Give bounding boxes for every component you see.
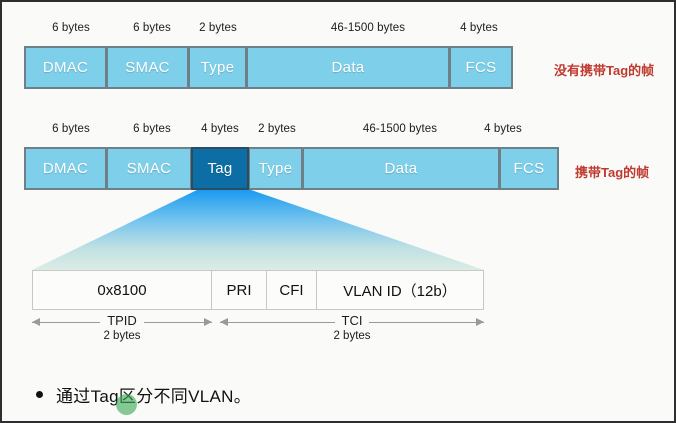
arrow-head-left-icon (220, 318, 228, 326)
arrow-head-right-icon (476, 318, 484, 326)
tagged-size-label-type: 2 bytes (258, 123, 296, 135)
detail-cell-cfi: CFI (266, 270, 317, 310)
measure-tpid-label: TPID (100, 313, 144, 328)
tagged-field-smac: SMAC (106, 147, 192, 190)
tag-detail-table: 0x8100 PRI CFI VLAN ID（12b） (2, 270, 674, 310)
cursor-highlight-dot (116, 394, 137, 415)
measure-tci: TCI 2 bytes (220, 313, 484, 345)
tag-expansion-funnel (32, 190, 484, 270)
tagged-size-label-data: 46-1500 bytes (362, 123, 438, 135)
tagged-field-dmac: DMAC (24, 147, 107, 190)
tagged-field-fcs: FCS (499, 147, 559, 190)
untagged-frame: DMAC SMAC Type Data FCS (2, 46, 674, 89)
detail-cell-vlan-id: VLAN ID（12b） (316, 270, 484, 310)
measure-tpid: TPID 2 bytes (32, 313, 212, 345)
size-label-smac: 6 bytes (133, 22, 171, 34)
tagged-size-label-dmac: 6 bytes (52, 123, 90, 135)
size-label-fcs: 4 bytes (460, 22, 498, 34)
detail-cell-pri: PRI (211, 270, 267, 310)
tagged-field-tag: Tag (191, 147, 249, 190)
measure-tpid-label-wrap: TPID (32, 313, 212, 328)
detail-cell-tpid: 0x8100 (32, 270, 212, 310)
measure-tci-label: TCI (334, 313, 370, 328)
size-label-data: 46-1500 bytes (330, 22, 406, 34)
tagged-field-type: Type (248, 147, 303, 190)
frame-field-fcs: FCS (449, 46, 513, 89)
bullet-dot-icon (36, 391, 43, 398)
measure-tci-size: 2 bytes (333, 330, 371, 342)
measure-tci-label-wrap: TCI (220, 313, 484, 328)
size-label-type: 2 bytes (199, 22, 237, 34)
tagged-size-label-fcs: 4 bytes (484, 123, 522, 135)
untagged-frame-note: 没有携带Tag的帧 (554, 63, 655, 78)
measure-tpid-size: 2 bytes (103, 330, 141, 342)
frame-field-data: Data (246, 46, 450, 89)
arrow-head-left-icon (32, 318, 40, 326)
tagged-frame: DMAC SMAC Tag Type Data FCS (2, 147, 674, 190)
bullet-text: 通过Tag区分不同VLAN。 (56, 387, 252, 406)
tagged-frame-note: 携带Tag的帧 (575, 165, 650, 180)
tagged-size-label-tag: 4 bytes (201, 123, 239, 135)
frame-field-smac: SMAC (106, 46, 189, 89)
tagged-size-label-smac: 6 bytes (133, 123, 171, 135)
frame-field-type: Type (188, 46, 247, 89)
frame-field-dmac: DMAC (24, 46, 107, 89)
bullet-row: 通过Tag区分不同VLAN。 (36, 382, 251, 407)
size-label-dmac: 6 bytes (52, 22, 90, 34)
tagged-field-data: Data (302, 147, 500, 190)
arrow-head-right-icon (204, 318, 212, 326)
